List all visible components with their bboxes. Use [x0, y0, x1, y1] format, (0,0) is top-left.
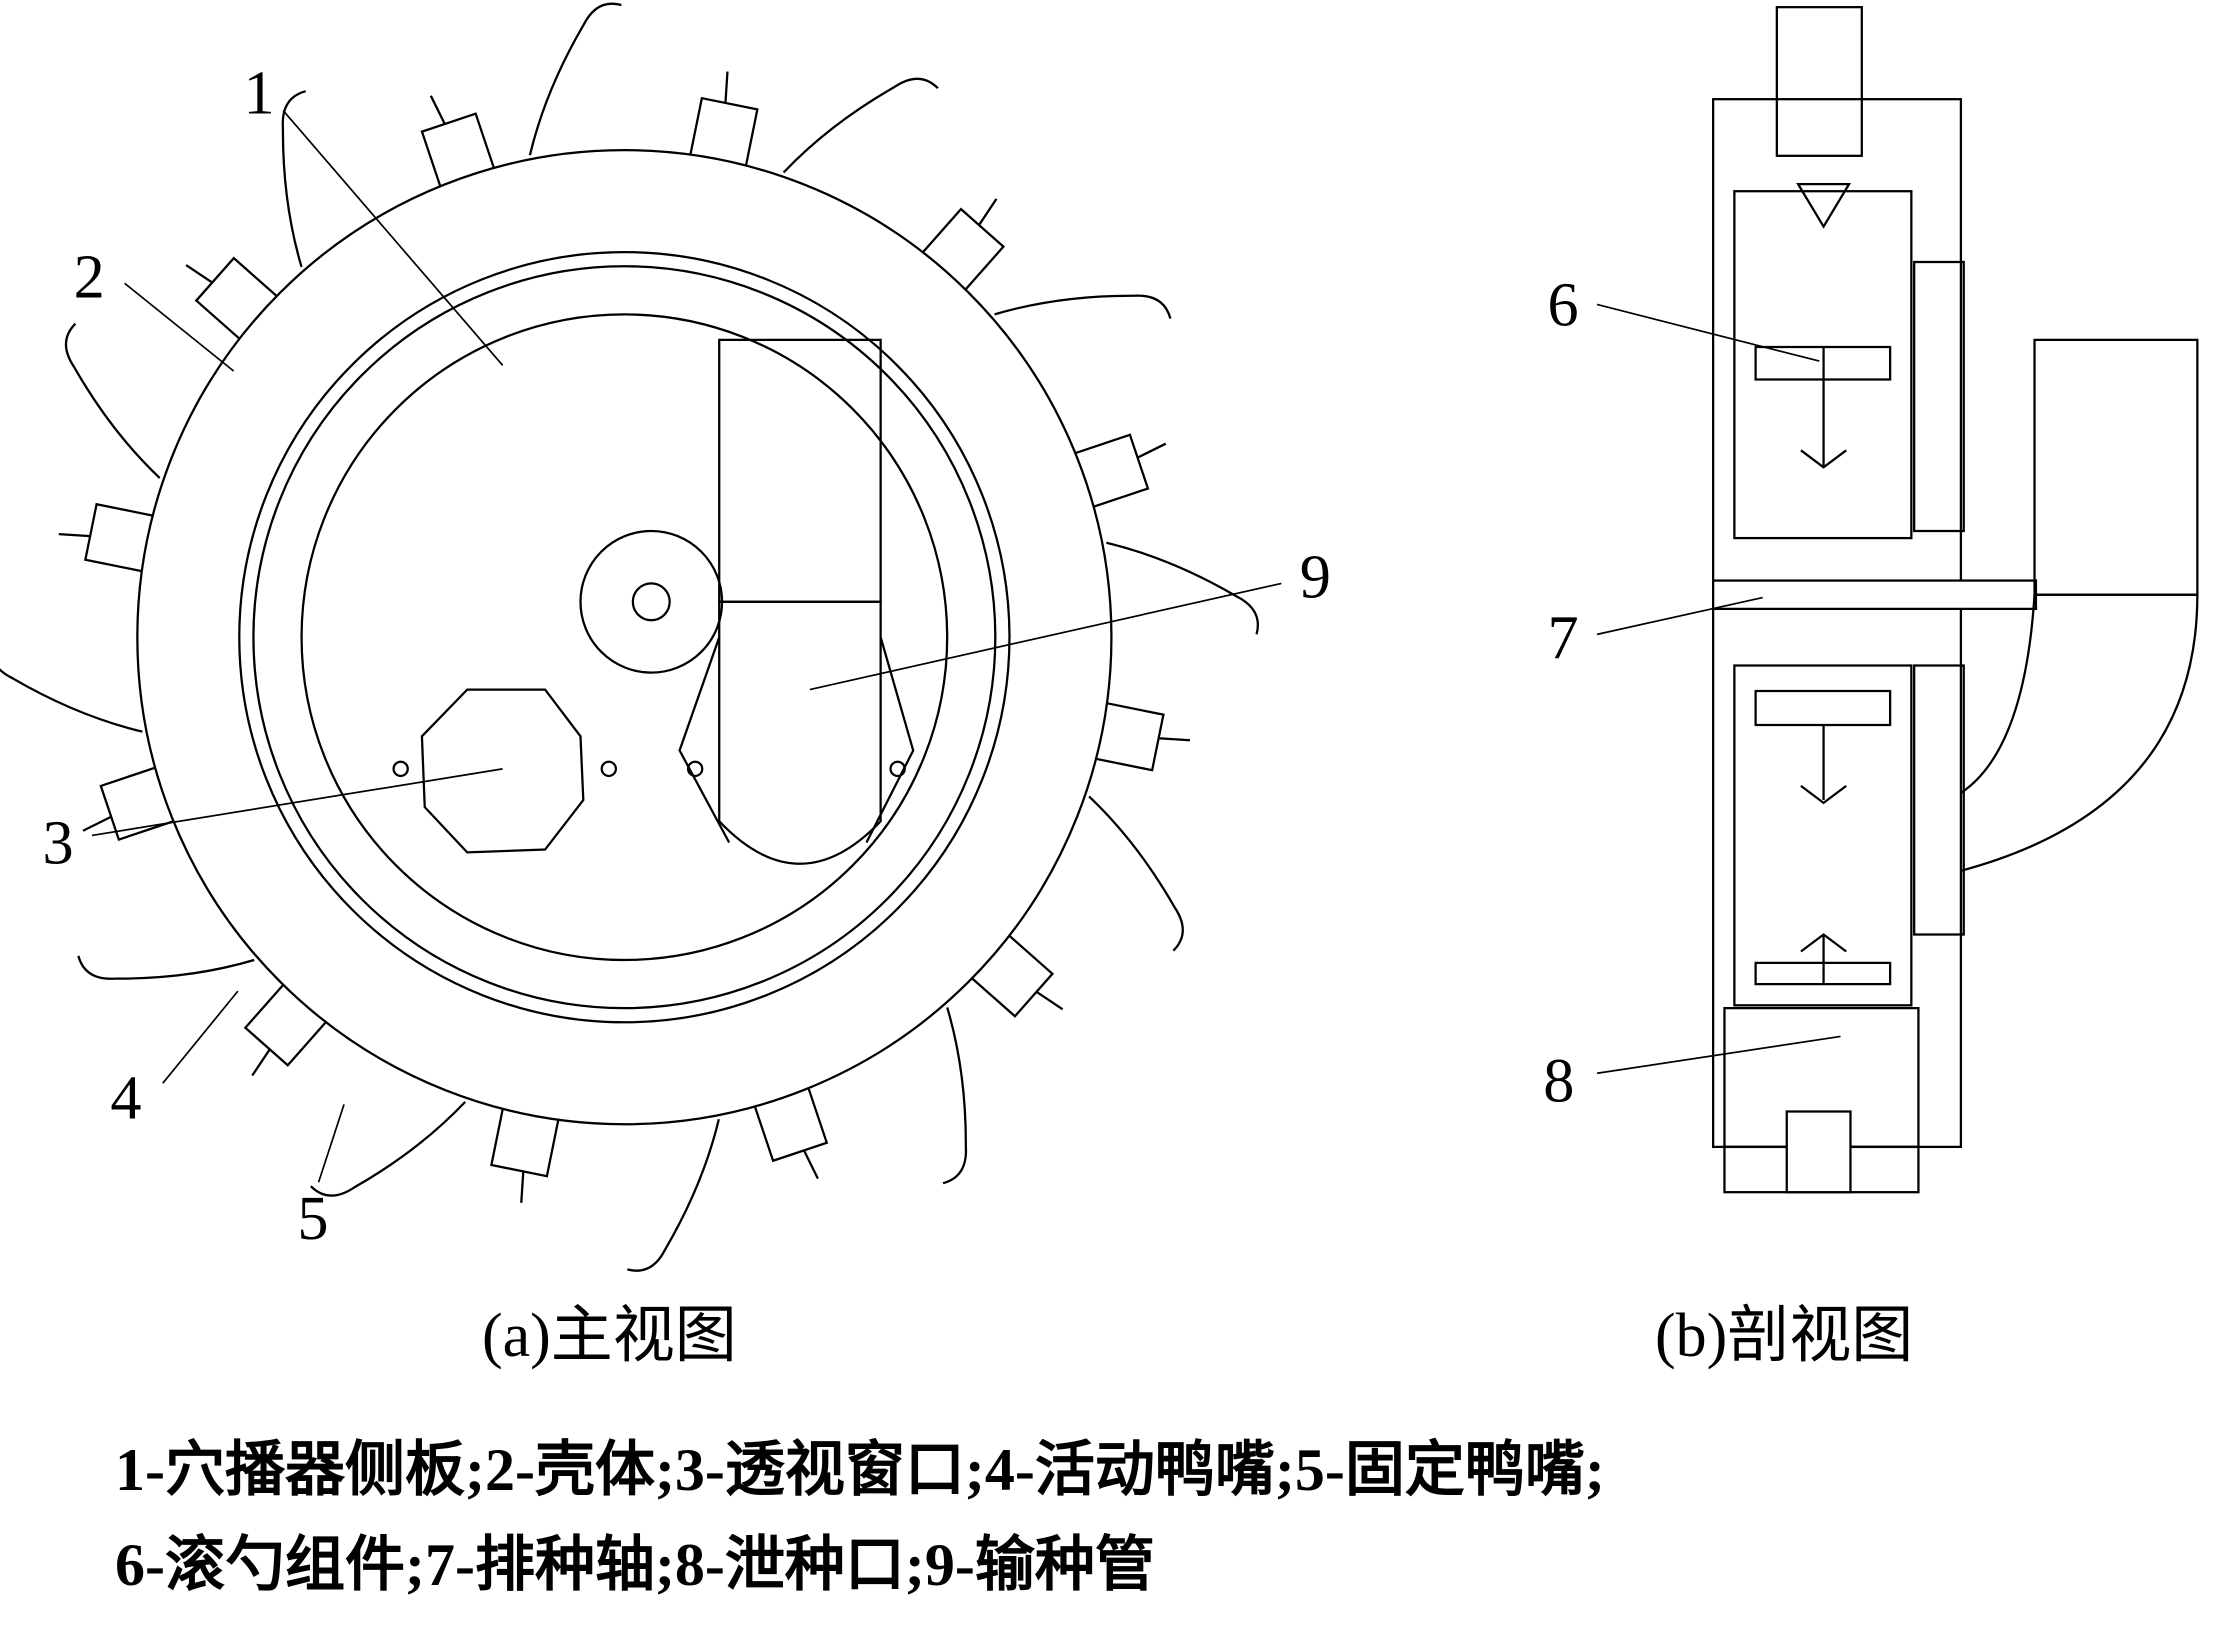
label-4: 4 [110, 1064, 141, 1133]
leader-lines [91, 109, 1282, 1183]
label-3: 3 [42, 809, 73, 878]
label-8: 8 [1543, 1047, 1574, 1116]
duckbill [915, 198, 1172, 319]
fixed-duckbill [1085, 700, 1165, 772]
label-5: 5 [297, 1184, 328, 1253]
screw-hole [686, 760, 704, 778]
fixed-duckbill [750, 1077, 829, 1163]
housing-outer [136, 149, 1113, 1126]
duckbill [687, 71, 939, 177]
fixed-duckbill [84, 502, 164, 575]
movable-duckbill [0, 639, 143, 733]
tube-flange [678, 636, 915, 844]
duckbill [627, 1077, 829, 1272]
fixed-duckbill [99, 763, 184, 842]
label-9: 9 [1300, 543, 1331, 612]
fixed-duckbill [963, 927, 1055, 1018]
fixed-duckbill [490, 1098, 562, 1178]
label-2: 2 [74, 242, 105, 311]
screw-hole [392, 760, 409, 778]
screw-hole [600, 760, 618, 778]
side-plate [300, 313, 949, 962]
movable-duckbill [528, 2, 622, 156]
housing-ring-outer [238, 250, 1011, 1024]
fixed-duckbill [1065, 433, 1150, 512]
screw-hole [889, 760, 906, 778]
movable-duckbill [281, 90, 307, 268]
shaft-hole [631, 582, 671, 622]
label-1: 1 [244, 58, 275, 127]
label-7: 7 [1547, 603, 1578, 672]
movable-duckbill [994, 294, 1172, 319]
movable-duckbill [782, 77, 939, 174]
fixed-duckbill [194, 256, 286, 347]
caption-section-view: (b)剖视图 [1655, 1302, 1914, 1370]
movable-duckbill [627, 1118, 720, 1272]
duckbill [420, 2, 622, 197]
duckbill [0, 639, 184, 842]
duckbill [942, 927, 1064, 1185]
fixed-duckbill [687, 96, 759, 177]
leader-lines [1596, 303, 1841, 1075]
section-view [1596, 6, 2199, 1194]
front-view [0, 2, 1282, 1272]
movable-duckbill [942, 1007, 968, 1185]
viewing-window [420, 688, 585, 854]
legend-line-1: 1-穴播器侧板;2-壳体;3-透视窗口;4-活动鸭嘴;5-固定鸭嘴; [115, 1437, 1605, 1503]
label-6: 6 [1547, 271, 1578, 340]
housing-ring-inner [252, 265, 997, 1010]
duckbill [185, 90, 307, 347]
legend-line-2: 6-滚勺组件;7-排种轴;8-泄种口;9-输种管 [115, 1532, 1155, 1598]
duckbill [1085, 700, 1191, 952]
duckbill [58, 322, 164, 575]
movable-duckbill [77, 955, 255, 980]
duckbill [1065, 433, 1259, 635]
duckbills [0, 2, 1259, 1272]
movable-duckbill [64, 322, 161, 479]
seed-tube-lower [718, 600, 882, 865]
movable-duckbill [1088, 795, 1184, 952]
movable-duckbill [310, 1101, 466, 1197]
fixed-duckbill [243, 976, 334, 1067]
duckbill [310, 1098, 562, 1203]
fixed-duckbill [915, 207, 1006, 299]
fixed-duckbill [420, 112, 499, 197]
caption-front-view: (a)主视图 [482, 1302, 737, 1370]
duckbill [77, 955, 334, 1077]
movable-duckbill [1106, 541, 1259, 635]
